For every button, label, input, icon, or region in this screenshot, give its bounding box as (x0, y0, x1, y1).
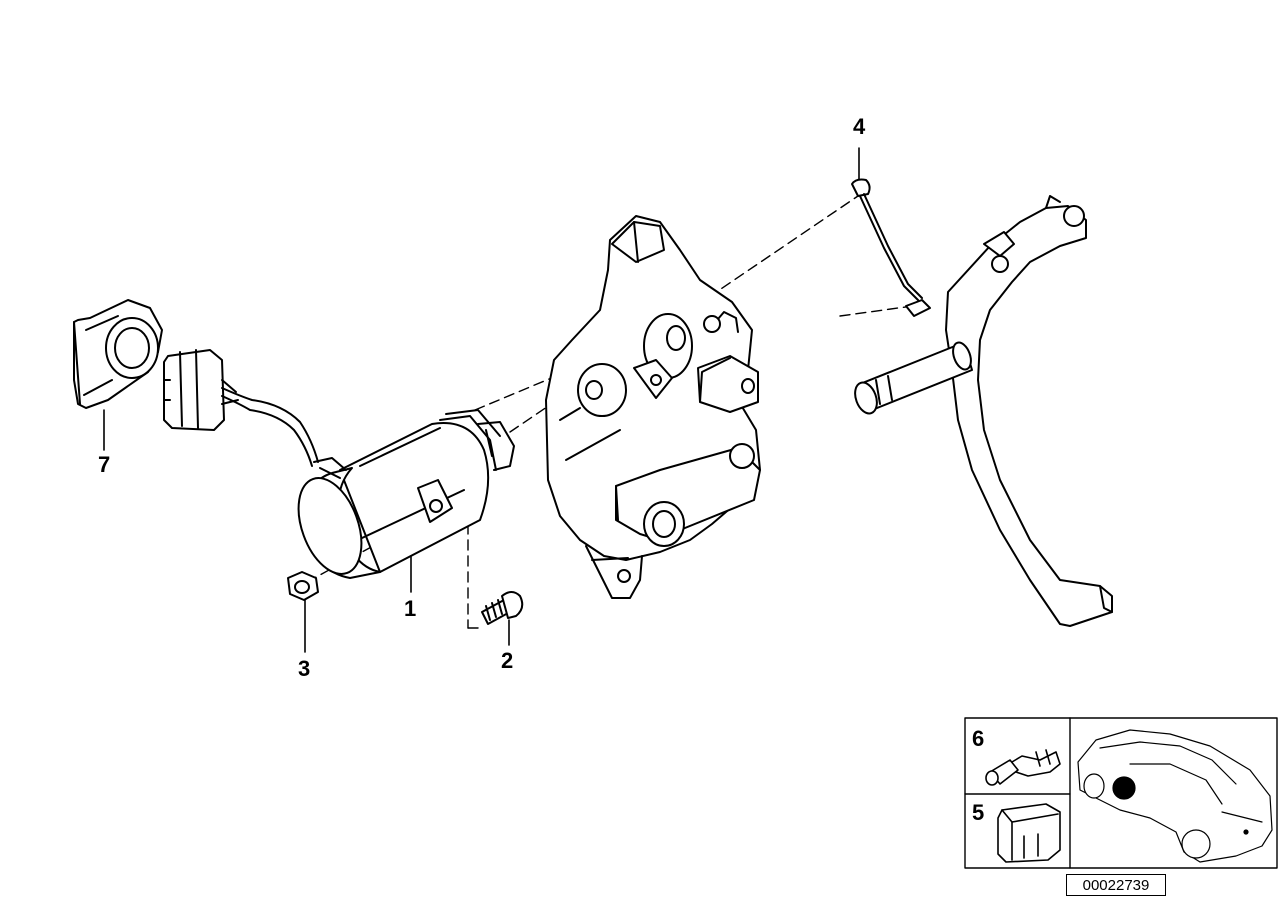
terminal-pin-icon (985, 749, 1061, 786)
leader-lines (103, 147, 860, 653)
inset-callout-6: 6 (972, 726, 985, 751)
callout-2: 2 (501, 648, 514, 673)
bolt-icon (481, 591, 524, 625)
figure-id-label: 00022739 (1066, 874, 1166, 896)
connector-housing-icon (163, 349, 225, 431)
actuator-motor-icon (297, 409, 515, 579)
cable-end-icon (851, 178, 931, 317)
car-silhouette-icon (1077, 729, 1273, 863)
grommet-icon (73, 299, 163, 409)
cable-icon (221, 379, 319, 467)
nut-icon (287, 571, 319, 601)
callout-3: 3 (298, 656, 311, 681)
bracket-icon (545, 215, 761, 599)
connector-housing-icon (997, 803, 1061, 863)
callout-4: 4 (853, 114, 866, 139)
pedal-lever-icon (854, 195, 1113, 627)
inset-callout-5: 5 (972, 800, 985, 825)
callout-1: 1 (404, 596, 417, 621)
callout-7: 7 (98, 452, 111, 477)
